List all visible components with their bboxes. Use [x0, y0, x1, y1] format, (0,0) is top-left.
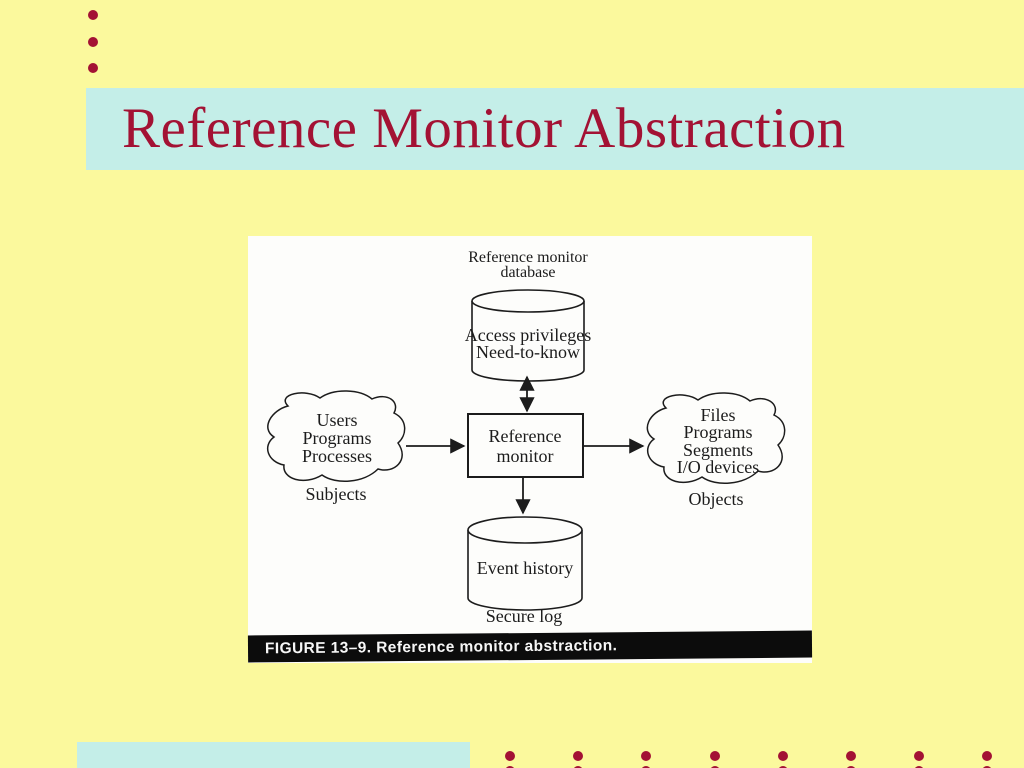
monitor-box-line2: monitor: [497, 446, 554, 466]
database-label-line2: database: [500, 264, 555, 281]
bullet-dot: [709, 751, 720, 761]
bullet-dot: [641, 766, 652, 768]
bullet-dot: [573, 766, 584, 768]
bullet-dot: [573, 751, 584, 761]
bullet-dot: [846, 751, 856, 761]
privileges-cylinder-line1: Access privileges: [465, 325, 591, 345]
figure-caption-bar: FIGURE 13–9. Reference monitor abstracti…: [247, 630, 813, 663]
bullet-dot: [88, 36, 98, 47]
event-cylinder-label: Event history: [477, 558, 574, 578]
bullet-dot: [982, 751, 993, 761]
bullet-dot: [505, 751, 515, 761]
subjects-cloud-line3: Processes: [302, 446, 372, 466]
subjects-cloud-line1: Users: [317, 410, 358, 430]
bullet-dot: [88, 63, 98, 73]
event-cylinder-shape: [467, 516, 583, 611]
subjects-cloud-shape: [266, 390, 406, 482]
bullet-dot: [777, 766, 788, 768]
subjects-cloud-line2: Programs: [303, 428, 372, 448]
bullet-dot: [777, 751, 788, 761]
secure-log-label: Secure log: [486, 606, 562, 626]
objects-cloud-shape: [646, 392, 786, 484]
bullet-dot: [709, 766, 720, 768]
objects-cloud-line2: Programs: [684, 422, 753, 442]
objects-label: Objects: [689, 489, 744, 509]
subjects-label: Subjects: [306, 484, 367, 504]
reference-monitor-diagram: Reference monitor database Access privil…: [266, 249, 786, 626]
bullet-dot: [914, 766, 925, 768]
bottom-accent-strip: [77, 742, 470, 768]
database-label-line1: Reference monitor: [468, 249, 588, 266]
privileges-cylinder-line2: Need-to-know: [476, 342, 580, 362]
bullet-dot: [505, 766, 515, 768]
bullet-dot: [846, 766, 856, 768]
title-bar: Reference Monitor Abstraction: [86, 88, 1024, 170]
bullet-dot: [88, 10, 98, 20]
monitor-box-line1: Reference: [489, 426, 562, 446]
bullet-dot: [914, 751, 925, 761]
figure-caption: FIGURE 13–9. Reference monitor abstracti…: [264, 636, 618, 657]
objects-cloud-line3: Segments: [683, 440, 753, 460]
objects-cloud-line1: Files: [700, 405, 735, 425]
page-title: Reference Monitor Abstraction: [122, 96, 846, 160]
reference-monitor-figure: Reference monitor database Access privil…: [247, 236, 813, 663]
bullet-dot: [641, 751, 652, 761]
objects-cloud-line4: I/O devices: [677, 457, 759, 477]
bullet-dot: [982, 766, 993, 768]
